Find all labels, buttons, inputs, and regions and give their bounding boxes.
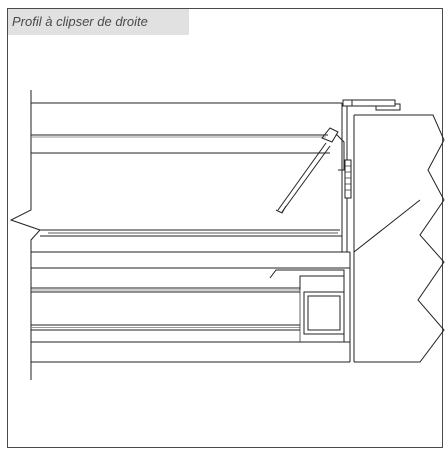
lower-profile xyxy=(31,267,350,363)
box-profile xyxy=(269,269,345,342)
vertical-frame xyxy=(341,99,401,362)
middle-bar xyxy=(31,229,350,253)
upper-profile xyxy=(31,102,342,154)
right-wall-break xyxy=(353,114,445,363)
figure-caption: Profil à clipser de droite xyxy=(8,9,189,35)
drawing-frame: Profil à clipser de droite xyxy=(7,8,443,448)
clip-element xyxy=(275,127,352,214)
left-wall xyxy=(9,90,41,380)
